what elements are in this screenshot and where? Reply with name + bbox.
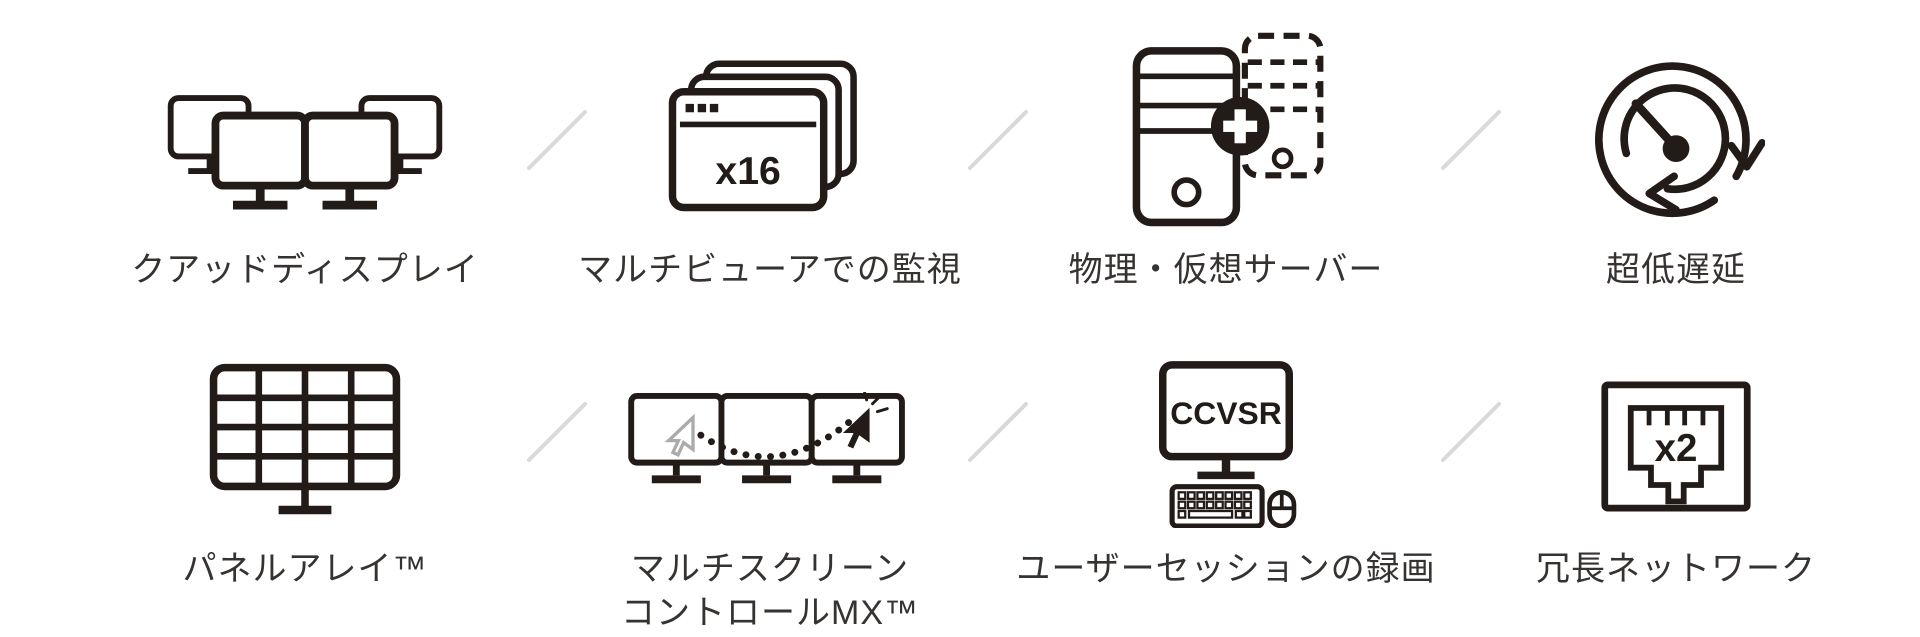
server-icon-box bbox=[1006, 30, 1446, 230]
physical-virtual-server-icon bbox=[1132, 32, 1323, 227]
mouse-icon bbox=[1267, 489, 1297, 528]
feature-label: ユーザーセッションの録画 bbox=[1016, 550, 1436, 588]
gauge-icon-box bbox=[1456, 30, 1896, 230]
low-latency-gauge-icon bbox=[1594, 62, 1765, 218]
multiviewer-icon-box: x16 bbox=[550, 30, 990, 230]
quad-display-icon bbox=[167, 95, 443, 210]
x2-badge-text: x2 bbox=[1655, 427, 1698, 470]
feature-label: パネルアレイ™ bbox=[182, 550, 428, 588]
multiscreen-control-icon bbox=[627, 392, 905, 484]
rj45-icon-box: x2 bbox=[1456, 340, 1896, 535]
feature-label: 冗長ネットワーク bbox=[1536, 550, 1816, 588]
ccvsr-workstation-icon: CCVSR bbox=[1158, 361, 1297, 528]
panel-array-icon bbox=[209, 363, 401, 515]
divider-slash bbox=[525, 108, 589, 172]
divider-slash bbox=[966, 108, 1030, 172]
quad-display-icon-box bbox=[85, 30, 525, 230]
feature-label-line2: コントロールMX™ bbox=[621, 594, 919, 632]
divider-slash bbox=[966, 400, 1030, 464]
rj45-port-icon: x2 bbox=[1601, 381, 1751, 512]
feature-redundant-network: x2 冗長ネットワーク bbox=[1456, 340, 1896, 591]
divider-slash bbox=[1439, 400, 1503, 464]
feature-ultra-low-latency: 超低遅延 bbox=[1456, 30, 1896, 292]
ccvsr-icon-box: CCVSR bbox=[1006, 340, 1446, 535]
feature-label: クアッドディスプレイ bbox=[131, 251, 479, 289]
feature-quad-display: クアッドディスプレイ bbox=[85, 30, 525, 292]
plus-badge-icon bbox=[1210, 97, 1269, 156]
divider-slash bbox=[1439, 108, 1503, 172]
feature-label: 物理・仮想サーバー bbox=[1068, 251, 1384, 289]
x16-badge-text: x16 bbox=[715, 150, 780, 193]
panel-array-icon-box bbox=[85, 340, 525, 535]
feature-physical-virtual-server: 物理・仮想サーバー bbox=[1006, 30, 1446, 292]
multiscreen-icon-box bbox=[550, 340, 990, 535]
feature-label-line1: マルチスクリーン bbox=[630, 550, 910, 588]
feature-multiscreen-control-mx: マルチスクリーン コントロールMX™ bbox=[550, 340, 990, 635]
feature-label: マルチビューアでの監視 bbox=[578, 251, 962, 289]
feature-label: 超低遅延 bbox=[1606, 251, 1746, 289]
black-cursor-icon bbox=[842, 407, 870, 449]
multiviewer-windows-icon: x16 bbox=[668, 60, 857, 212]
click-burst-icon bbox=[862, 392, 889, 414]
feature-user-session-recording: CCVSR bbox=[1006, 340, 1446, 591]
feature-multiviewer-monitoring: x16 マルチビューアでの監視 bbox=[550, 30, 990, 292]
divider-slash bbox=[525, 400, 589, 464]
keyboard-keys bbox=[1177, 491, 1252, 519]
feature-panel-array: パネルアレイ™ bbox=[85, 340, 525, 591]
gray-cursor-icon bbox=[663, 413, 695, 457]
ccvsr-text: CCVSR bbox=[1170, 395, 1282, 431]
